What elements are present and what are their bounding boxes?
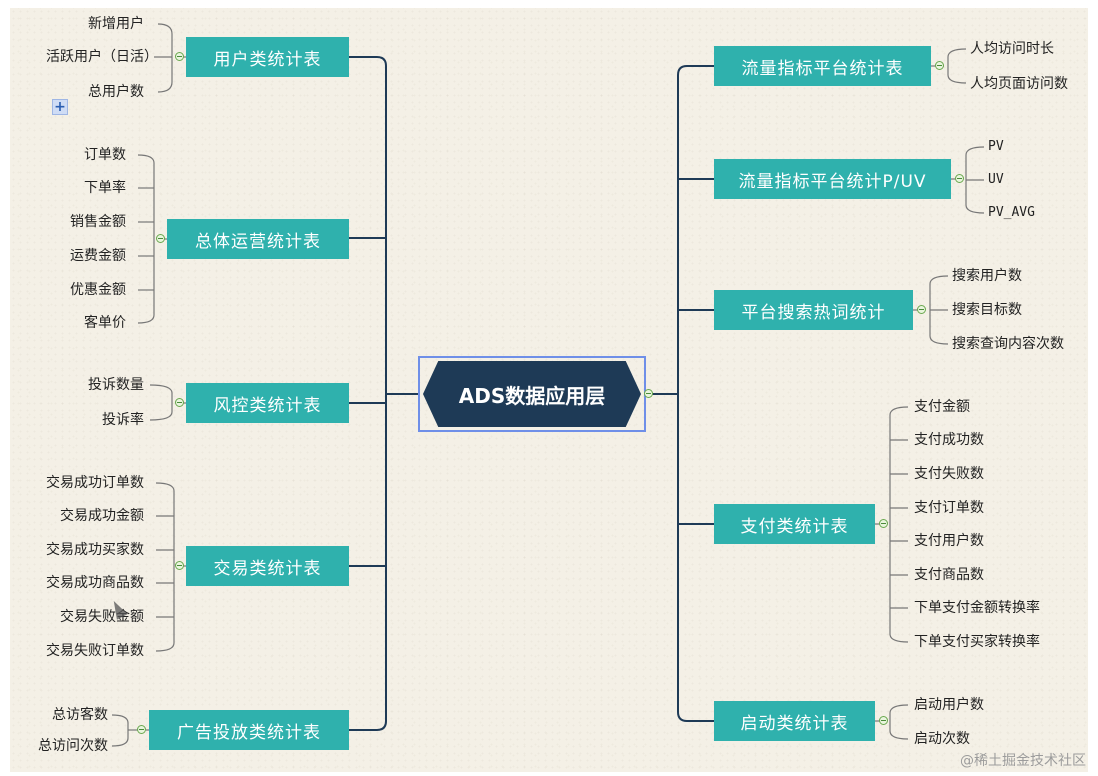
leaf-item: 搜索查询内容次数	[952, 336, 1064, 352]
leaf-item: 投诉数量	[88, 377, 144, 393]
leaf-item: 搜索目标数	[952, 302, 1022, 318]
node-startup-stats[interactable]: 启动类统计表	[714, 701, 875, 741]
leaf-item: 人均页面访问数	[970, 76, 1068, 92]
leaf-item: PV_AVG	[988, 205, 1035, 220]
leaf-item: 支付用户数	[914, 533, 984, 549]
node-traffic-puv-stats[interactable]: 流量指标平台统计P/UV	[714, 159, 951, 199]
node-ad-stats[interactable]: 广告投放类统计表	[149, 710, 349, 750]
node-payment-stats[interactable]: 支付类统计表	[714, 504, 875, 544]
leaf-item: 订单数	[84, 147, 126, 163]
leaf-item: 搜索用户数	[952, 268, 1022, 284]
leaf-item: 客单价	[84, 315, 126, 331]
leaf-item: 启动次数	[914, 731, 970, 747]
leaf-item: UV	[988, 172, 1004, 187]
node-traffic-platform-stats[interactable]: 流量指标平台统计表	[714, 46, 931, 86]
leaf-item: 启动用户数	[914, 697, 984, 713]
collapse-dot-icon[interactable]	[879, 716, 888, 725]
node-search-hotword-stats[interactable]: 平台搜索热词统计	[714, 290, 913, 330]
collapse-dot-icon[interactable]	[175, 398, 184, 407]
root-node-label: ADS数据应用层	[423, 361, 641, 427]
leaf-item: 总访问次数	[38, 738, 108, 754]
leaf-item: 下单支付金额转换率	[914, 600, 1040, 616]
collapse-dot-icon[interactable]	[644, 389, 653, 398]
leaf-item: 总用户数	[88, 84, 144, 100]
collapse-dot-icon[interactable]	[879, 519, 888, 528]
leaf-item: 下单率	[84, 180, 126, 196]
collapse-dot-icon[interactable]	[917, 305, 926, 314]
leaf-item: 运费金额	[70, 248, 126, 264]
leaf-item: 优惠金额	[70, 282, 126, 298]
leaf-item: 销售金额	[70, 214, 126, 230]
collapse-dot-icon[interactable]	[137, 725, 146, 734]
collapse-dot-icon[interactable]	[175, 52, 184, 61]
leaf-item: 交易失败金额	[60, 609, 144, 625]
link-root-right-5	[677, 524, 714, 722]
link-root-right-4	[677, 394, 714, 525]
leaf-item: 总访客数	[52, 707, 108, 723]
leaf-item: 支付失败数	[914, 466, 984, 482]
leaf-item: 交易成功商品数	[46, 575, 144, 591]
leaf-item: 支付商品数	[914, 567, 984, 583]
node-risk-stats[interactable]: 风控类统计表	[186, 383, 349, 423]
leaf-item: 支付订单数	[914, 500, 984, 516]
collapse-dot-icon[interactable]	[175, 561, 184, 570]
leaf-item: 交易失败订单数	[46, 643, 144, 659]
plus-icon[interactable]: +	[52, 99, 68, 115]
collapse-dot-icon[interactable]	[156, 234, 165, 243]
leaf-item: 支付金额	[914, 399, 970, 415]
leaf-item: 新增用户	[88, 16, 144, 32]
leaf-item: 支付成功数	[914, 432, 984, 448]
root-node[interactable]: ADS数据应用层	[418, 356, 646, 432]
collapse-dot-icon[interactable]	[935, 61, 944, 70]
node-user-stats[interactable]: 用户类统计表	[186, 37, 349, 77]
node-trade-stats[interactable]: 交易类统计表	[186, 546, 349, 586]
leaf-item: 人均访问时长	[970, 41, 1054, 57]
watermark: @稀土掘金技术社区	[960, 753, 1086, 769]
leaf-item: 活跃用户（日活）	[46, 49, 158, 65]
leaf-item: 交易成功订单数	[46, 475, 144, 491]
link-root-right-1	[646, 65, 714, 395]
collapse-dot-icon[interactable]	[955, 174, 964, 183]
leaf-item: PV	[988, 139, 1004, 154]
link-root-left-1	[349, 56, 418, 395]
leaf-item: 下单支付买家转换率	[914, 634, 1040, 650]
link-root-left-5	[349, 394, 387, 731]
leaf-item: 交易成功金额	[60, 508, 144, 524]
leaf-item: 投诉率	[102, 412, 144, 428]
node-operations-stats[interactable]: 总体运营统计表	[167, 219, 349, 259]
leaf-item: 交易成功买家数	[46, 542, 144, 558]
